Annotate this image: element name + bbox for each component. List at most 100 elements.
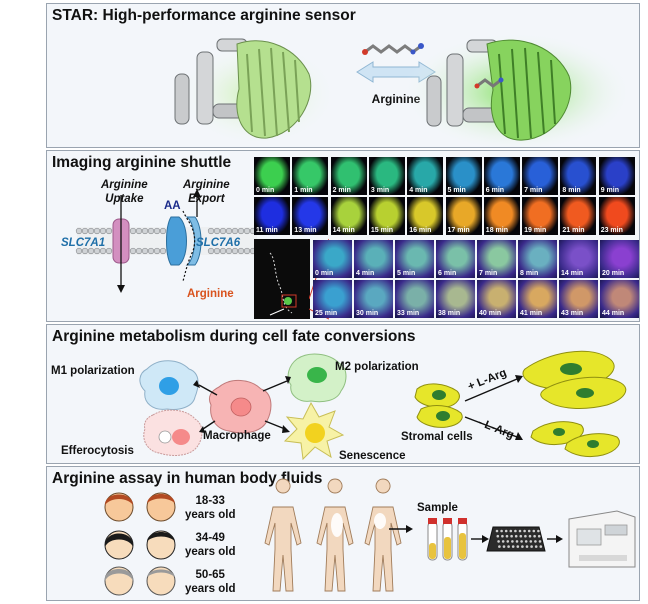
timestamp-label: 7 min (479, 270, 498, 277)
face-young-male (146, 492, 176, 522)
panel-star-sensor: STAR: High-performance arginine sensor (46, 3, 640, 148)
slc7a1-label: SLC7A1 (61, 237, 106, 249)
timestamp-label: 14 min (332, 227, 355, 234)
row2-tile: 15 min (368, 197, 405, 235)
timestamp-label: 44 min (602, 310, 625, 317)
age-group-3-label: 50-65 years old (185, 569, 236, 595)
arginine-export-molecule-label: Arginine (187, 288, 234, 300)
m2-polarization-label: M2 polarization (335, 361, 419, 373)
row3-tile: 20 min (600, 240, 639, 278)
row2-tile: 13 min (292, 197, 329, 235)
row2-tile: 21 min (560, 197, 597, 235)
row3-tile: 0 min (313, 240, 352, 278)
age-group-1-label: 18-33 years old (185, 495, 236, 521)
timestamp-label: 7 min (524, 187, 543, 194)
timestamp-label: 3 min (370, 187, 390, 194)
stromal-cells (414, 383, 463, 428)
timestamp-label: 4 min (409, 187, 428, 194)
row1-tile: 0 min (254, 157, 290, 195)
panel-metabolism: Arginine metabolism during cell fate con… (46, 324, 640, 464)
timestamp-label: 40 min (479, 310, 502, 317)
sensor-apo-protein (174, 38, 312, 139)
age-group-2-label: 34-49 years old (185, 532, 236, 558)
panel-imaging: Imaging arginine shuttle Arginine Uptake… (46, 150, 640, 322)
human-body-1 (264, 478, 302, 592)
human-body-3 (364, 478, 402, 592)
panel-assay-title: Arginine assay in human body fluids (52, 470, 323, 487)
timestamp-label: 25 min (315, 310, 338, 317)
panel-imaging-title: Imaging arginine shuttle (52, 154, 232, 171)
row1-tile: 1 min (292, 157, 329, 195)
timestamp-label: 33 min (397, 310, 420, 317)
row4-tile: 30 min (354, 280, 393, 318)
timelapse-row-4: 25 min 30 min 33 min 38 min 40 min 41 min 43 m… (313, 279, 639, 319)
row1-tile: 7 min (522, 157, 559, 195)
row4-tile: 33 min (395, 280, 434, 318)
timestamp-label: 5 min (397, 270, 416, 277)
timestamp-label: 38 min (438, 310, 461, 317)
macrophage-label: Macrophage (203, 430, 271, 442)
membrane-transport-diagram (75, 189, 257, 293)
panel-star-title: STAR: High-performance arginine sensor (52, 7, 356, 24)
face-older-male (146, 566, 176, 596)
sample-tubes (427, 518, 468, 561)
face-middle-male (146, 530, 176, 560)
timestamp-label: 19 min (524, 227, 547, 234)
timestamp-label: 8 min (520, 270, 539, 277)
timestamp-label: 21 min (562, 227, 585, 234)
timestamp-label: 16 min (409, 227, 432, 234)
sample-label: Sample (417, 502, 458, 514)
row3-tile: 14 min (559, 240, 598, 278)
timestamp-label: 43 min (561, 310, 584, 317)
efferocytosis-cell (143, 409, 203, 456)
row3-tile: 8 min (518, 240, 557, 278)
face-young-female (104, 492, 134, 522)
row2-tile: 23 min (598, 197, 635, 235)
row2-tile: 19 min (522, 197, 559, 235)
timestamp-label: 41 min (520, 310, 543, 317)
row4-tile: 44 min (600, 280, 639, 318)
row1-tile: 2 min (330, 157, 367, 195)
aa-label: AA (164, 200, 181, 212)
cell-fate-diagram (139, 350, 627, 461)
timestamp-label: 6 min (485, 187, 505, 194)
row3-tile: 6 min (436, 240, 475, 278)
timestamp-label: 9 min (600, 187, 619, 194)
sensor-bound-protein (426, 39, 572, 141)
face-middle-female (104, 530, 134, 560)
row4-tile: 40 min (477, 280, 516, 318)
panel-assay: Arginine assay in human body fluids (46, 466, 640, 601)
row4-tile: 38 min (436, 280, 475, 318)
human-bodies (264, 478, 402, 592)
row4-tile: 25 min (313, 280, 352, 318)
slc7a6-transporter (166, 216, 187, 266)
slc7a6-label: SLC7A6 (196, 237, 241, 249)
timestamp-label: 23 min (600, 227, 623, 234)
row3-tile: 4 min (354, 240, 393, 278)
well-plate (486, 526, 546, 552)
row1-tile: 4 min (407, 157, 444, 195)
row1-tile: 5 min (445, 157, 482, 195)
row4-tile: 41 min (518, 280, 557, 318)
cell-overview-image (254, 239, 310, 319)
row2-tile: 11 min (254, 197, 290, 235)
timestamp-label: 2 min (332, 187, 351, 194)
senescence-label: Senescence (339, 450, 406, 462)
stromal-cells-label: Stromal cells (401, 431, 473, 443)
plate-reader-instrument (568, 510, 636, 568)
timestamp-label: 30 min (356, 310, 379, 317)
timestamp-label: 5 min (447, 187, 466, 194)
m1-polarization-label: M1 polarization (51, 365, 135, 377)
assay-illustration (104, 478, 636, 596)
timestamp-label: 11 min (256, 227, 278, 234)
face-older-female (104, 566, 134, 596)
stromal-plus-arg-cells (522, 350, 627, 409)
star-sensor-illustration: Arginine (174, 32, 632, 147)
row2-tile: 14 min (330, 197, 367, 235)
row1-tile: 6 min (483, 157, 520, 195)
row1-tile: 9 min (598, 157, 635, 195)
timestamp-label: 0 min (256, 187, 275, 194)
